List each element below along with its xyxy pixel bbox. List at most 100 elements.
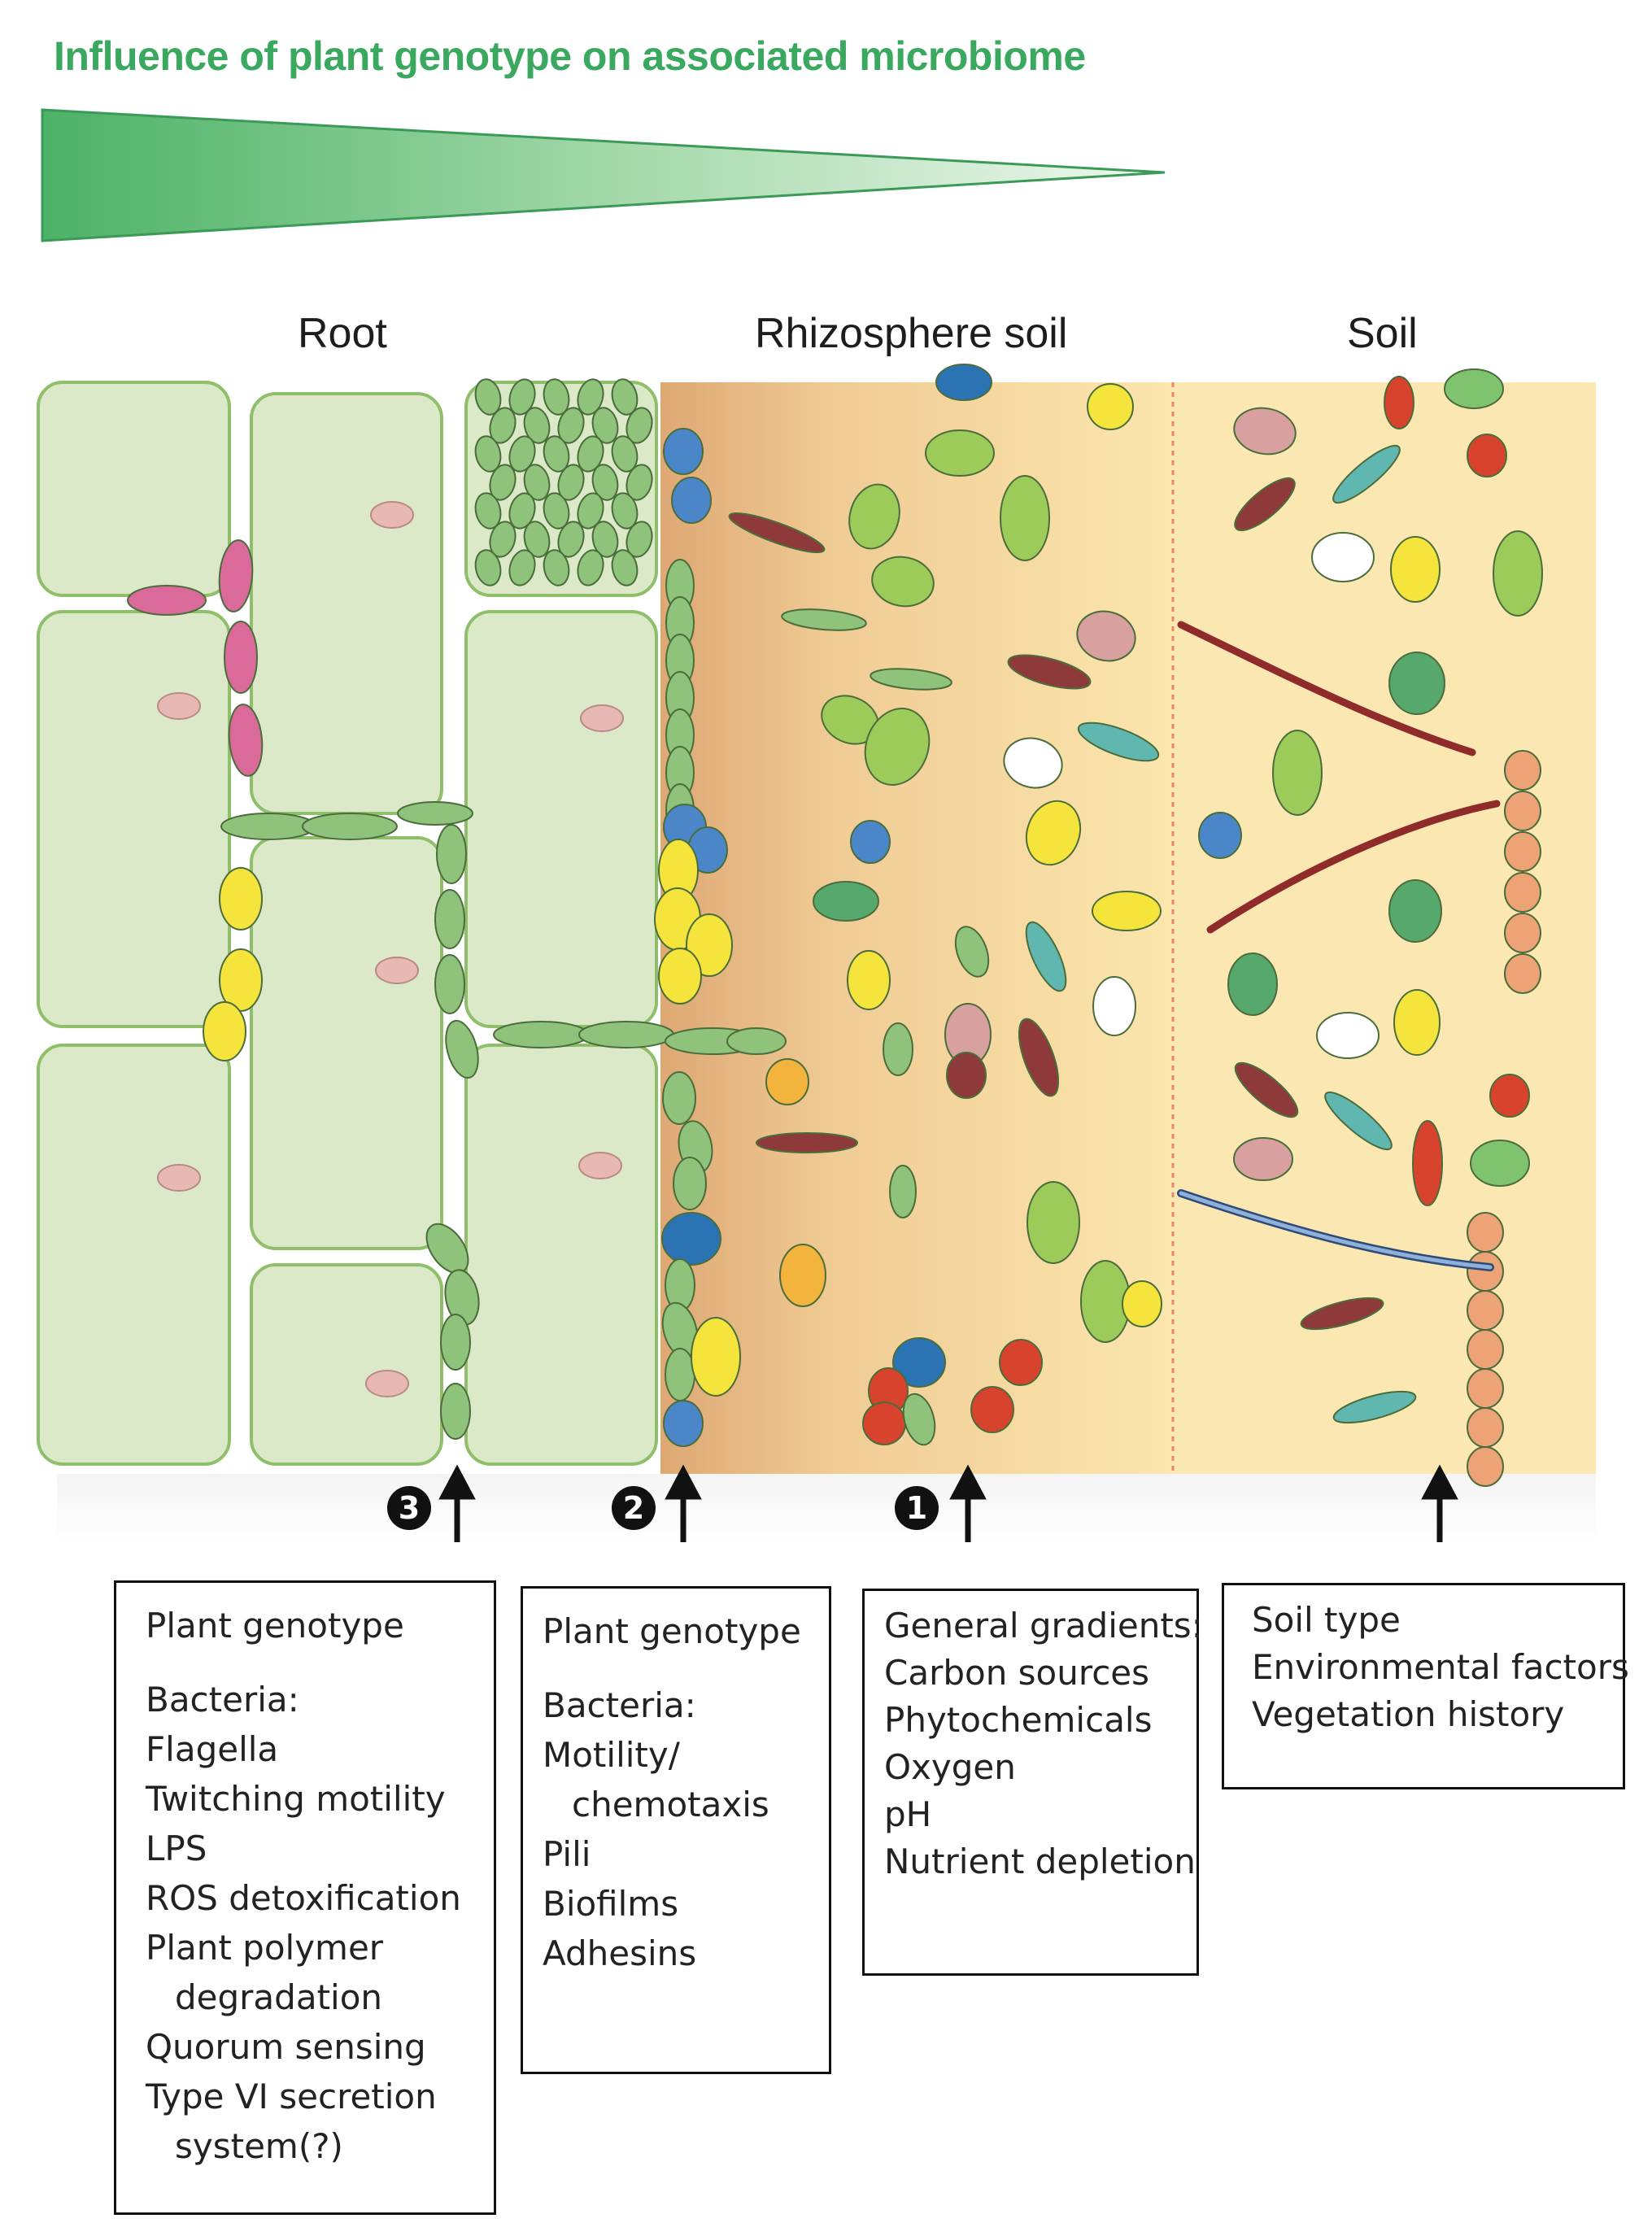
bacterium	[224, 621, 258, 694]
bead-cell	[1467, 1290, 1504, 1331]
colony-bacterium	[489, 464, 517, 501]
factors-box-3: Plant genotype Bacteria: Flagella Twitch…	[114, 1580, 496, 2215]
bacterium	[1388, 652, 1445, 715]
box-line: General gradients:	[884, 1606, 1203, 1645]
bacterium	[1272, 730, 1323, 816]
colony-bacterium	[474, 435, 502, 473]
bacterium	[203, 1001, 246, 1061]
bead-cell	[1467, 1329, 1504, 1370]
nucleus	[375, 957, 419, 984]
bacteria-layer	[127, 364, 1543, 1487]
bacterium	[925, 429, 995, 477]
factors-box-1: General gradients: Carbon sources Phytoc…	[862, 1589, 1203, 1976]
box-line: Vegetation history	[1252, 1694, 1565, 1734]
colony-bacterium	[523, 407, 551, 444]
box-line: Biofilms	[543, 1884, 679, 1924]
nucleus	[157, 692, 201, 720]
bacterium	[1470, 1140, 1530, 1187]
bacterium	[1198, 812, 1242, 859]
nucleus	[370, 501, 414, 529]
bacterium	[663, 428, 704, 475]
bacterium	[850, 820, 891, 864]
colony-bacterium	[577, 378, 604, 416]
factors-box-2: Plant genotype Bacteria: Motility/ chemo…	[521, 1586, 831, 2074]
diagram-title: Influence of plant genotype on associate…	[54, 33, 1086, 79]
box-line: Twitching motility	[146, 1779, 446, 1819]
bead-cell	[1504, 913, 1541, 953]
colony-bacterium	[489, 407, 517, 444]
colony-bacterium	[474, 549, 502, 586]
bacterium	[397, 801, 473, 826]
bacterium	[1003, 737, 1063, 789]
arrow-0	[1421, 1464, 1458, 1542]
bacterium	[781, 608, 867, 631]
zone-label-rhizosphere: Rhizosphere soil	[755, 310, 1068, 357]
root-cell	[37, 381, 231, 597]
colony-bacterium	[591, 521, 619, 558]
root-cell	[250, 392, 443, 815]
colony-bacterium	[577, 435, 604, 473]
ground-strip	[57, 1474, 1596, 1543]
bacterium	[999, 1339, 1043, 1386]
colony-bacterium	[543, 549, 570, 586]
bacterium	[493, 1021, 589, 1048]
bacterium	[1311, 532, 1375, 582]
box-line: Nutrient depletion	[884, 1842, 1196, 1881]
bacterium	[862, 1401, 906, 1445]
box-line: Type VI secretion	[146, 2077, 437, 2116]
bacterium	[1092, 891, 1162, 931]
bacterium	[1234, 1061, 1299, 1118]
marker-number: 2	[612, 1486, 656, 1530]
bacterium	[902, 1393, 936, 1446]
bacterium	[946, 1052, 987, 1099]
box-line: Plant polymer	[146, 1928, 384, 1968]
bacterium	[662, 1071, 696, 1125]
box-line: pH	[884, 1794, 932, 1834]
bacterium	[445, 1019, 479, 1079]
bacterium	[871, 556, 935, 608]
bacterium	[665, 1348, 695, 1401]
colony-bacterium	[577, 549, 604, 586]
box-line: Oxygen	[884, 1747, 1016, 1787]
nuclei	[157, 501, 624, 1397]
colony-bacterium	[591, 464, 619, 501]
marker-2: 2	[612, 1469, 660, 1547]
box-line: degradation	[175, 1977, 383, 2017]
root-cell	[464, 1044, 658, 1466]
colony-bacterium	[625, 521, 653, 558]
root-cell	[464, 610, 658, 1028]
colony-bacterium	[591, 407, 619, 444]
filament	[1206, 800, 1501, 934]
zone-label-soil: Soil	[1347, 310, 1418, 357]
bacterium	[892, 1337, 946, 1388]
colony-bacterium	[577, 492, 604, 530]
bacterium	[1025, 800, 1082, 866]
box-line: Soil type	[1252, 1600, 1401, 1640]
bacterium	[954, 926, 990, 978]
nucleus	[580, 704, 624, 732]
box-line: Pili	[543, 1834, 591, 1874]
bacterium	[765, 1058, 809, 1105]
box-line: Flagella	[146, 1729, 279, 1769]
zone-label-root: Root	[298, 310, 387, 357]
bead-cell	[1504, 953, 1541, 994]
bead-cell	[1504, 750, 1541, 791]
bacterium	[1233, 407, 1297, 455]
bacterium	[434, 889, 465, 949]
box-line: Phytochemicals	[884, 1700, 1153, 1740]
colony-bacterium	[543, 378, 570, 416]
bacterium	[228, 704, 264, 777]
colony-bacterium	[543, 492, 570, 530]
bead-cell	[1504, 872, 1541, 913]
bacterium	[671, 477, 712, 524]
box-line: Carbon sources	[884, 1653, 1150, 1693]
bacterium	[1234, 477, 1296, 532]
colony-bacterium	[508, 492, 536, 530]
bacterium	[1087, 383, 1134, 430]
bacterium	[658, 948, 702, 1005]
bacterium	[691, 1317, 741, 1397]
bacterium	[1122, 1280, 1162, 1327]
bacterium	[434, 954, 465, 1014]
bacterium	[726, 1027, 787, 1055]
bacterium	[1092, 976, 1136, 1036]
